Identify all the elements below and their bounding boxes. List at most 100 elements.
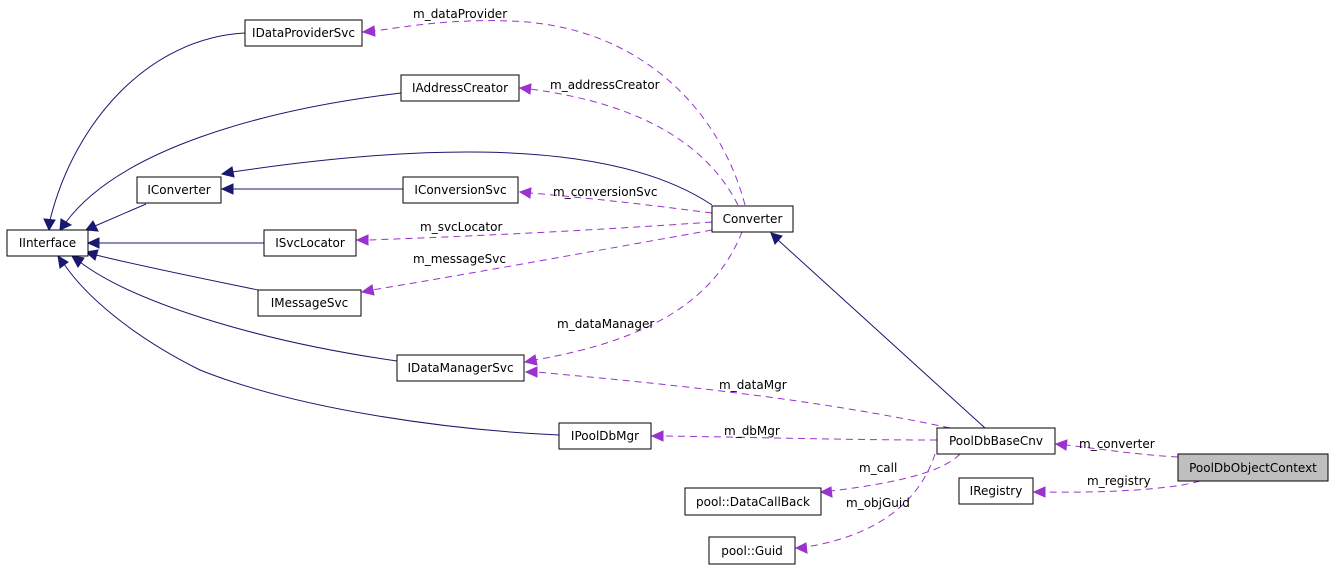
- node-converter[interactable]: Converter: [711, 205, 794, 233]
- node-label: IConverter: [147, 183, 210, 197]
- usage-edges: [355, 20, 1201, 554]
- node-label: pool::DataCallBack: [696, 495, 810, 509]
- arrowhead-inherit-iinterface-1: [43, 218, 56, 232]
- label-m-converter: m_converter: [1079, 437, 1155, 451]
- label-m-datamanager: m_dataManager: [557, 317, 654, 331]
- arrowhead-uses-iconversionsvc: [518, 187, 532, 199]
- arrowhead-uses-isvclocator: [355, 234, 369, 246]
- label-m-addresscreator: m_addressCreator: [550, 78, 660, 92]
- node-label: IDataProviderSvc: [252, 26, 355, 40]
- node-isvclocator[interactable]: ISvcLocator: [263, 229, 357, 257]
- node-label: IConversionSvc: [414, 183, 506, 197]
- arrowhead-uses-idataprovidersvc: [361, 25, 376, 37]
- node-box: [958, 477, 1034, 505]
- arrowhead-uses-idatamanagersvc-2: [524, 366, 538, 378]
- edge-iconverter-to-iinterface: [94, 203, 147, 227]
- label-m-messagesvc: m_messageSvc: [413, 252, 506, 266]
- node-imessagesvc[interactable]: IMessageSvc: [257, 289, 362, 317]
- node-label: IRegistry: [970, 484, 1023, 498]
- arrowhead-uses-iregistry: [1032, 486, 1046, 498]
- edge-iaddresscreator-to-iinterface: [65, 92, 402, 223]
- node-iinterface[interactable]: IInterface: [6, 229, 89, 257]
- node-box: [708, 536, 796, 565]
- edge-labels: m_dataProvider m_addressCreator m_conver…: [413, 7, 1155, 510]
- node-label: ISvcLocator: [275, 236, 345, 250]
- node-idatamanagersvc[interactable]: IDataManagerSvc: [396, 354, 525, 382]
- arrowhead-uses-imessagesvc: [360, 284, 375, 296]
- node-box: [257, 289, 362, 317]
- node-box: [6, 229, 89, 257]
- label-m-registry: m_registry: [1087, 474, 1151, 488]
- edge-converter-m-conversionsvc: [529, 192, 713, 214]
- node-label: PoolDbObjectContext: [1189, 461, 1317, 475]
- node-pooldbbasecnv[interactable]: PoolDbBaseCnv: [936, 427, 1056, 455]
- label-m-conversionsvc: m_conversionSvc: [553, 185, 658, 199]
- edge-idatamanagersvc-to-iinterface: [79, 261, 398, 362]
- node-box: [1177, 453, 1329, 482]
- node-idataprovidersvc[interactable]: IDataProviderSvc: [244, 19, 363, 47]
- node-label: IInterface: [19, 236, 76, 250]
- node-label: PoolDbBaseCnv: [949, 434, 1043, 448]
- arrowhead-inherit-iinterface-4: [86, 237, 100, 249]
- label-m-svclocator: m_svcLocator: [420, 220, 502, 234]
- node-iaddresscreator[interactable]: IAddressCreator: [400, 74, 520, 102]
- node-box: [711, 205, 794, 233]
- node-label: IPoolDbMgr: [571, 429, 639, 443]
- node-label: pool::Guid: [721, 544, 783, 558]
- edge-idataprovidersvc-to-iinterface: [49, 32, 246, 221]
- arrowhead-inherit-iinterface-7: [57, 255, 69, 269]
- node-box: [396, 354, 525, 382]
- node-label: IDataManagerSvc: [407, 361, 513, 375]
- label-m-call: m_call: [859, 461, 897, 475]
- edge-converter-m-svclocator: [367, 221, 713, 241]
- node-box: [136, 176, 222, 204]
- arrowhead-uses-idatamanagersvc-1: [523, 354, 538, 366]
- label-m-dataprovider: m_dataProvider: [413, 7, 507, 21]
- node-iconversionsvc[interactable]: IConversionSvc: [402, 176, 519, 204]
- edge-pooldbbasecnv-m-objguid: [805, 453, 936, 548]
- edge-pooldbbasecnv-to-converter: [777, 239, 986, 429]
- edge-pooldbobjectcontext-m-converter: [1065, 444, 1179, 458]
- arrowhead-uses-ipooldbmgr: [650, 430, 664, 442]
- node-iregistry[interactable]: IRegistry: [958, 477, 1034, 505]
- edge-converter-m-datamanager: [534, 231, 743, 361]
- label-m-objguid: m_objGuid: [846, 496, 910, 510]
- arrowhead-uses-pooldbbasecnv: [1054, 439, 1068, 451]
- inheritance-edges: [43, 32, 986, 436]
- edge-pooldbbasecnv-m-datamgr: [535, 371, 951, 429]
- edge-converter-m-dataprovider: [373, 20, 746, 206]
- edge-pooldbobjectcontext-m-registry: [1043, 480, 1201, 493]
- arrowhead-inherit-iconverter-1: [220, 183, 234, 195]
- node-box: [684, 487, 822, 516]
- node-guid[interactable]: pool::Guid: [708, 536, 796, 565]
- arrowhead-inherit-iinterface-6: [71, 255, 85, 268]
- arrowhead-inherit-iconverter-2: [220, 166, 235, 178]
- node-box: [936, 427, 1056, 455]
- arrowhead-inherit-iinterface-3: [85, 220, 99, 232]
- node-box: [263, 229, 357, 257]
- edge-imessagesvc-to-iinterface: [95, 254, 259, 291]
- node-label: IAddressCreator: [412, 81, 508, 95]
- arrowhead-inherit-converter: [770, 232, 783, 245]
- node-box: [402, 176, 519, 204]
- nodes: IInterface IDataProviderSvc IAddressCrea…: [6, 19, 1329, 565]
- edge-converter-m-messagesvc: [371, 229, 713, 291]
- node-label: IMessageSvc: [271, 296, 348, 310]
- arrowhead-uses-datacallback: [819, 486, 833, 498]
- arrowhead-uses-guid: [794, 542, 808, 554]
- label-m-dbmgr: m_dbMgr: [724, 424, 780, 438]
- arrowhead-uses-iaddresscreator: [518, 83, 532, 95]
- node-box: [400, 74, 520, 102]
- edge-ipooldbmgr-to-iinterface: [63, 263, 560, 436]
- node-box: [558, 422, 652, 450]
- node-label: Converter: [723, 212, 783, 226]
- node-ipooldbmgr[interactable]: IPoolDbMgr: [558, 422, 652, 450]
- node-box: [244, 19, 363, 47]
- node-pooldbobjectcontext[interactable]: PoolDbObjectContext: [1177, 453, 1329, 482]
- node-datacallback[interactable]: pool::DataCallBack: [684, 487, 822, 516]
- edge-converter-m-addresscreator: [529, 88, 739, 206]
- arrowhead-inherit-iinterface-5: [84, 249, 99, 261]
- label-m-datamgr: m_dataMgr: [719, 378, 787, 392]
- node-iconverter[interactable]: IConverter: [136, 176, 222, 204]
